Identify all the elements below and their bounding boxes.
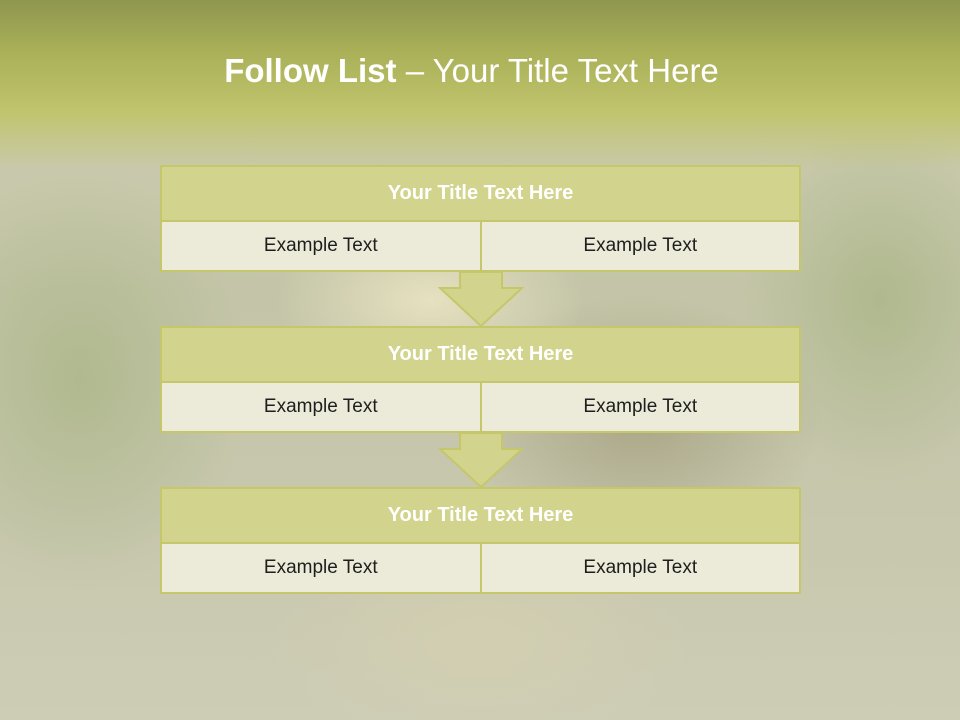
step-cell-left: Example Text bbox=[162, 222, 480, 270]
step-row: Example Text Example Text bbox=[160, 544, 801, 594]
step-title: Your Title Text Here bbox=[160, 326, 801, 383]
step-cell-right: Example Text bbox=[479, 222, 799, 270]
step-box-1: Your Title Text Here Example Text Exampl… bbox=[160, 165, 801, 272]
step-box-2: Your Title Text Here Example Text Exampl… bbox=[160, 326, 801, 433]
header-band bbox=[0, 0, 960, 170]
step-cell-right: Example Text bbox=[479, 544, 799, 592]
step-box-3: Your Title Text Here Example Text Exampl… bbox=[160, 487, 801, 594]
step-row: Example Text Example Text bbox=[160, 383, 801, 433]
step-title: Your Title Text Here bbox=[160, 165, 801, 222]
down-arrow-icon bbox=[438, 271, 524, 328]
step-title: Your Title Text Here bbox=[160, 487, 801, 544]
slide-title-rest: – Your Title Text Here bbox=[396, 52, 719, 89]
slide-title: Follow List – Your Title Text Here bbox=[0, 52, 943, 90]
step-cell-left: Example Text bbox=[162, 544, 480, 592]
down-arrow-icon bbox=[438, 432, 524, 489]
step-cell-right: Example Text bbox=[479, 383, 799, 431]
slide-title-bold: Follow List bbox=[224, 52, 397, 89]
step-cell-left: Example Text bbox=[162, 383, 480, 431]
step-row: Example Text Example Text bbox=[160, 222, 801, 272]
